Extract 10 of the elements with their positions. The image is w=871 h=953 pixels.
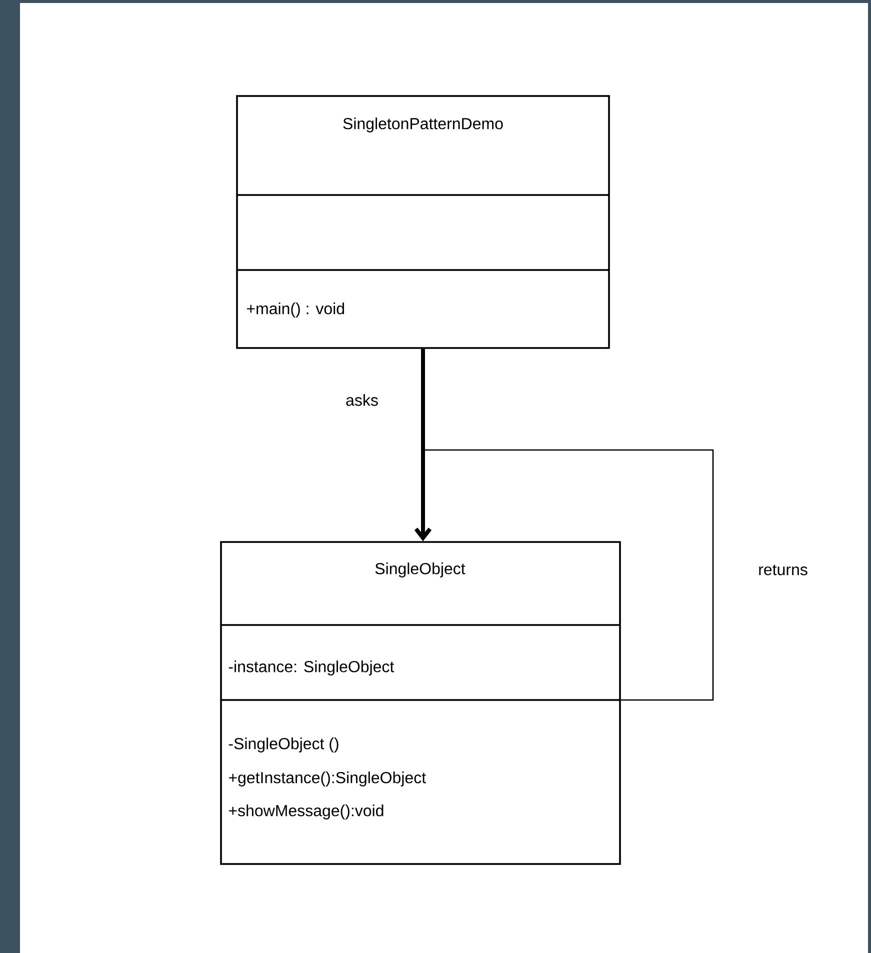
connector-arrow xyxy=(415,449,714,701)
method-text: +main() : void xyxy=(246,302,344,318)
class-name: SingletonPatternDemo xyxy=(343,118,503,132)
attribute-text: -instance: SingleObject xyxy=(228,660,394,676)
method-text: +showMessage():void xyxy=(228,804,384,820)
class-name: SingleObject xyxy=(375,562,466,578)
method-text: +getInstance():SingleObject xyxy=(228,772,426,786)
method-text: -SingleObject () xyxy=(228,738,338,752)
edge-label: returns xyxy=(756,562,810,578)
edge-label: asks xyxy=(344,392,380,408)
